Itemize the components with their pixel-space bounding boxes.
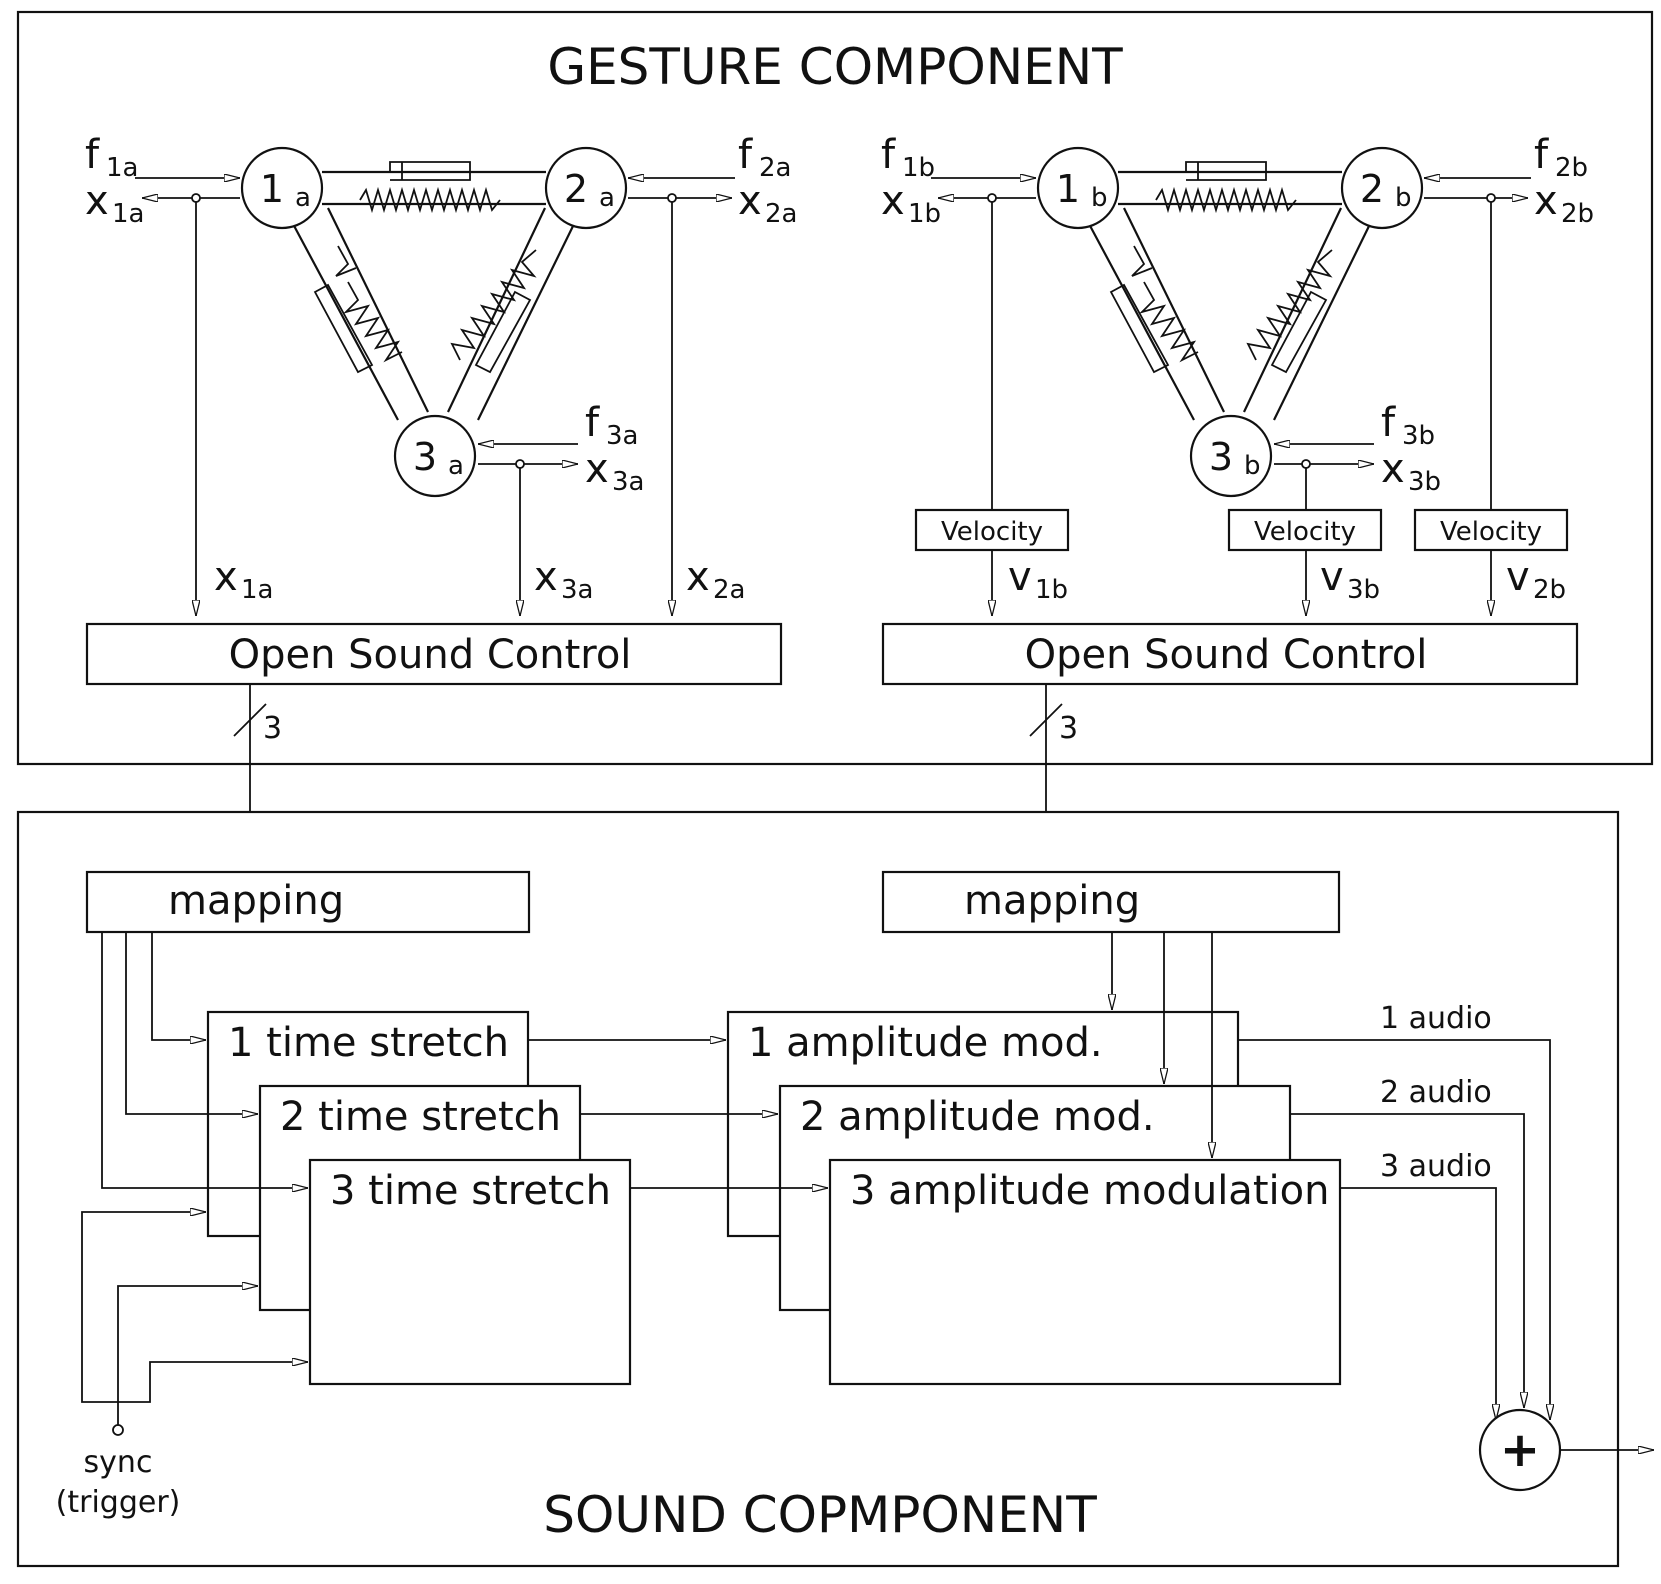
velocity-label-3b: Velocity (1254, 517, 1356, 547)
audio-label-1: 1 audio (1380, 1001, 1492, 1036)
time-stretch-label-2: 2 time stretch (280, 1094, 561, 1140)
osc-label-a: Open Sound Control (229, 632, 632, 678)
position-label-3b-sub: 3b (1408, 467, 1441, 497)
output-label-v3b: v (1320, 554, 1344, 600)
output-label-x3a-sub: 3a (561, 575, 593, 605)
position-label-3b: x (1381, 446, 1405, 492)
position-label-1b: x (881, 178, 905, 224)
force-label-3b-sub: 3b (1402, 421, 1435, 451)
amplitude-mod-label-1: 1 amplitude mod. (748, 1020, 1103, 1066)
mass-node-3a-label: 3 (413, 435, 437, 479)
position-label-3a: x (585, 446, 609, 492)
mass-node-3b-sub: b (1244, 451, 1261, 481)
force-label-2b: f (1534, 132, 1549, 178)
mass-node-1b-sub: b (1091, 183, 1108, 213)
mass-node-2a-sub: a (599, 183, 615, 213)
output-label-x1a-sub: 1a (241, 575, 273, 605)
position-label-2a: x (738, 178, 762, 224)
sound-component-panel: SOUND COPMPONENT mapping mapping 1 time … (16, 810, 1654, 1568)
position-label-2b-sub: 2b (1561, 199, 1594, 229)
amplitude-mod-box-3 (828, 1158, 1342, 1386)
mass-node-2a (544, 146, 628, 230)
osc-box-b (881, 622, 1579, 686)
force-label-2a: f (738, 132, 753, 178)
mass-node-3a-sub: a (448, 451, 464, 481)
force-label-2b-sub: 2b (1555, 153, 1588, 183)
time-stretch-box-3 (308, 1158, 632, 1386)
output-label-v1b-sub: 1b (1035, 575, 1068, 605)
mass-node-2b-label: 2 (1360, 167, 1384, 211)
force-label-3a-sub: 3a (606, 421, 638, 451)
mass-node-1b-label: 1 (1056, 167, 1080, 211)
mass-node-3b-label: 3 (1209, 435, 1233, 479)
osc-box-a (85, 622, 783, 686)
force-label-1a: f (85, 132, 100, 178)
output-label-v1b: v (1008, 554, 1032, 600)
sound-component-title: SOUND COPMPONENT (543, 1486, 1097, 1544)
mass-node-3a (393, 414, 477, 498)
audio-label-2: 2 audio (1380, 1075, 1492, 1110)
output-label-v2b: v (1506, 554, 1530, 600)
gesture-component-title: GESTURE COMPONENT (547, 38, 1123, 96)
mass-node-2b (1340, 146, 1424, 230)
mapping-box-right (881, 870, 1341, 934)
mass-node-2a-label: 2 (564, 167, 588, 211)
mass-node-1a-sub: a (295, 183, 311, 213)
mass-node-1b (1036, 146, 1120, 230)
output-label-x1a: x (214, 554, 238, 600)
osc-label-b: Open Sound Control (1025, 632, 1428, 678)
amplitude-mod-label-2: 2 amplitude mod. (800, 1094, 1155, 1140)
mass-node-1a (240, 146, 324, 230)
time-stretch-label-1: 1 time stretch (228, 1020, 509, 1066)
trigger-label: (trigger) (56, 1485, 181, 1520)
mass-node-2b-sub: b (1395, 183, 1412, 213)
amplitude-mod-label-3: 3 amplitude modulation (850, 1168, 1329, 1214)
position-label-2a-sub: 2a (765, 199, 797, 229)
position-label-1a: x (85, 178, 109, 224)
velocity-label-2b: Velocity (1440, 517, 1542, 547)
audio-label-3: 3 audio (1380, 1149, 1492, 1184)
force-label-1b-sub: 1b (902, 153, 935, 183)
force-label-3a: f (585, 400, 600, 446)
sync-input-terminal (112, 1424, 124, 1436)
bus-width-label-a: 3 (263, 711, 282, 746)
mapping-label-left: mapping (168, 878, 344, 924)
position-label-2b: x (1534, 178, 1558, 224)
mapping-box-left (85, 870, 531, 934)
mass-spring-model-a: 1 a 2 a 3 a f 1a x 1a f 2a x 2a f 3a x 3… (85, 132, 797, 874)
velocity-box-2b (1413, 508, 1569, 552)
sync-label: sync (84, 1445, 153, 1480)
velocity-label-1b: Velocity (941, 517, 1043, 547)
output-label-v3b-sub: 3b (1347, 575, 1380, 605)
bus-width-label-b: 3 (1059, 711, 1078, 746)
force-label-2a-sub: 2a (759, 153, 791, 183)
output-label-x2a: x (686, 554, 710, 600)
mapping-label-right: mapping (964, 878, 1140, 924)
position-label-3a-sub: 3a (612, 467, 644, 497)
position-label-1a-sub: 1a (112, 199, 144, 229)
mass-node-3b (1189, 414, 1273, 498)
mass-spring-model-b: 1 b 2 b 3 b f 1b x 1b f 2b x 2b f 3b x 3… (881, 132, 1594, 874)
output-label-x3a: x (534, 554, 558, 600)
output-label-v2b-sub: 2b (1533, 575, 1566, 605)
force-label-1a-sub: 1a (106, 153, 138, 183)
force-label-3b: f (1381, 400, 1396, 446)
mass-node-1a-label: 1 (260, 167, 284, 211)
velocity-box-3b (1227, 508, 1383, 552)
position-label-1b-sub: 1b (908, 199, 941, 229)
time-stretch-label-3: 3 time stretch (330, 1168, 611, 1214)
force-label-1b: f (881, 132, 896, 178)
output-label-x2a-sub: 2a (713, 575, 745, 605)
summing-node-label: + (1500, 1422, 1540, 1478)
